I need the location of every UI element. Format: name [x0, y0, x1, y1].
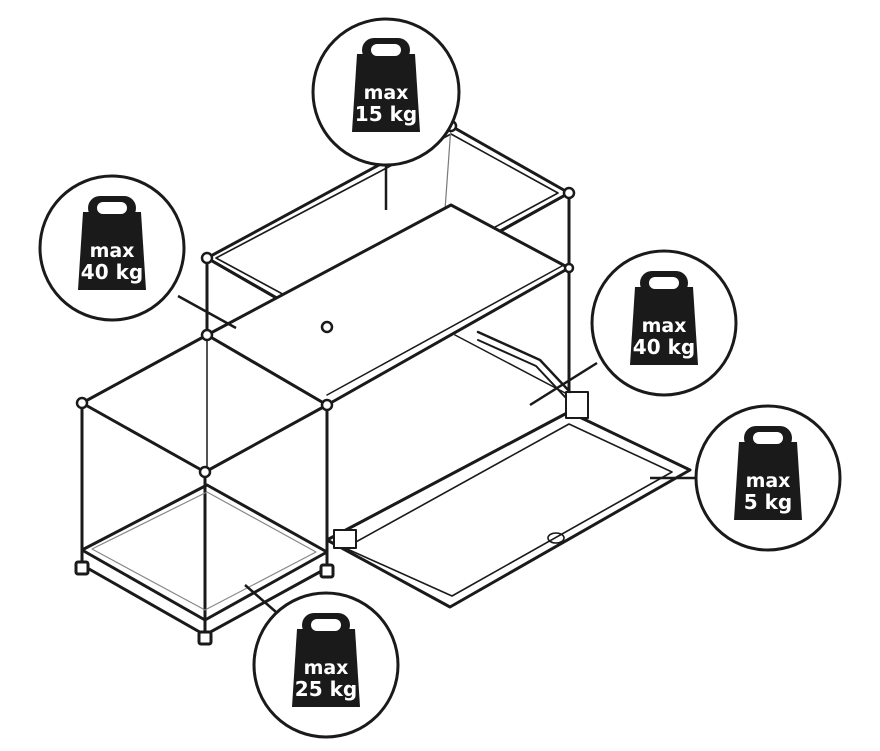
callout-flap-line2: 5 kg [744, 490, 793, 514]
callout-bottom-shelf-line1: max [304, 657, 349, 679]
leveling-feet [74, 560, 335, 646]
pointer-rear-shelf [177, 294, 237, 330]
callout-compartment-line2: 40 kg [633, 335, 695, 359]
callout-rear-shelf-line2: 40 kg [81, 260, 143, 284]
pointer-compartment [529, 361, 598, 407]
callout-flap: max 5 kg [694, 404, 842, 552]
callout-pointers [177, 165, 700, 613]
pointer-bottom-shelf [244, 584, 277, 613]
callout-rear-shelf: max 40 kg [38, 174, 186, 322]
shelving-unit-drawing [74, 119, 692, 646]
callout-compartment-line1: max [642, 315, 687, 337]
weight-icon [630, 271, 698, 365]
callout-top-shelf-line2: 15 kg [355, 102, 417, 126]
callout-flap-line1: max [746, 470, 791, 492]
flap-compartment [325, 330, 692, 609]
callout-bottom-shelf: max 25 kg [252, 591, 400, 739]
callout-top-shelf: max 15 kg [311, 17, 461, 167]
callout-top-shelf-line1: max [364, 82, 409, 104]
callout-bottom-shelf-line2: 25 kg [295, 677, 357, 701]
callout-compartment: max 40 kg [590, 249, 738, 397]
callout-rear-shelf-line1: max [90, 240, 135, 262]
